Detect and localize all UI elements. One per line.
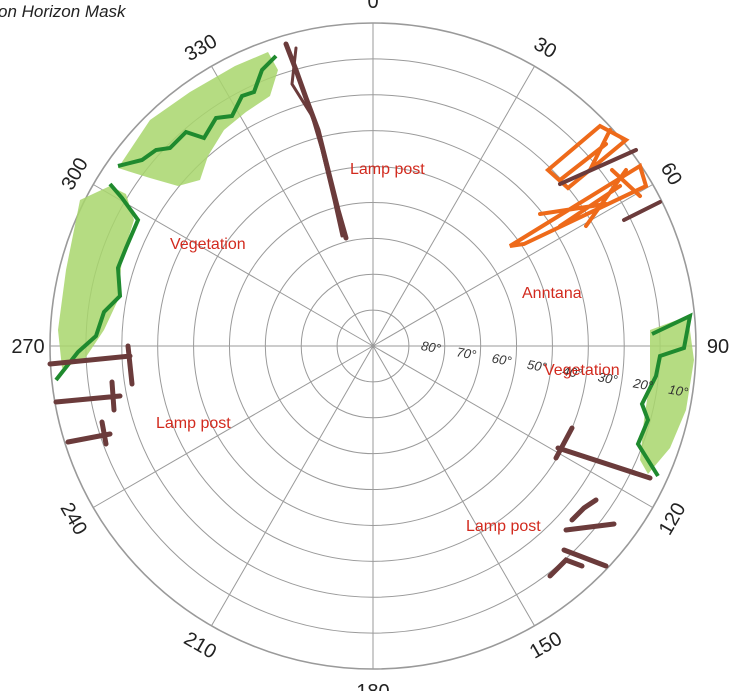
vegetation-edge-top-left: [117, 54, 278, 168]
elevation-label-50: 50°: [526, 357, 548, 375]
lamp-post-left: [47, 343, 135, 447]
azimuth-label-150: 150: [526, 628, 566, 664]
elevation-label-70: 70°: [455, 344, 477, 362]
elevation-label-30: 30°: [597, 369, 619, 387]
azimuth-label-300: 300: [57, 154, 93, 194]
azimuth-label-240: 240: [55, 499, 91, 539]
azimuth-label-30: 30: [530, 33, 560, 63]
azimuth-spoke-240: [93, 345, 374, 508]
elevation-label-40: 40°: [561, 363, 583, 381]
azimuth-spoke-150: [372, 345, 535, 626]
lamp-post-top: [283, 41, 349, 241]
azimuth-spoke-60: [372, 184, 653, 347]
azimuth-label-330: 330: [181, 30, 221, 66]
annotation-lamp-post-top: Lamp post: [350, 161, 425, 178]
azimuth-spoke-300: [93, 184, 374, 347]
elevation-label-10: 10°: [667, 382, 689, 400]
antenna-lattice: [508, 123, 649, 248]
elevation-label-20: 20°: [631, 375, 654, 393]
lamp-post-right: [547, 425, 653, 579]
azimuth-spoke-120: [372, 345, 653, 508]
vegetation-mask-top-left: [118, 52, 278, 186]
lamp-post-top-outline: [290, 46, 344, 238]
elevation-label-80: 80°: [420, 338, 442, 356]
annotation-vegetation-right: Vegetation: [544, 362, 620, 379]
polar-grid: [49, 22, 697, 670]
obstacle-layer: [47, 41, 694, 579]
azimuth-label-180: 180: [356, 681, 389, 691]
azimuth-spoke-30: [372, 66, 535, 347]
chart-title: on Horizon Mask: [0, 2, 126, 21]
azimuth-label-210: 210: [180, 628, 220, 664]
azimuth-label-0: 0: [367, 0, 378, 13]
azimuth-label-270: 270: [11, 336, 44, 358]
azimuth-label-60: 60: [656, 159, 686, 189]
annotation-layer: Lamp post Vegetation Anntana Vegetation …: [156, 161, 620, 535]
antenna-mount: [558, 148, 662, 222]
azimuth-label-120: 120: [655, 499, 691, 539]
annotation-vegetation-left: Vegetation: [170, 236, 246, 253]
elevation-label-60: 60°: [491, 351, 513, 369]
azimuth-label-90: 90: [707, 336, 729, 358]
vegetation-edge-left: [54, 182, 141, 382]
annotation-antenna: Anntana: [522, 285, 582, 302]
vegetation-mask-left: [58, 186, 134, 368]
annotation-lamp-post-right: Lamp post: [466, 518, 541, 535]
vegetation-edge-right: [635, 312, 693, 478]
vegetation-mask-right: [640, 316, 694, 474]
azimuth-spoke-210: [211, 345, 374, 626]
annotation-lamp-post-left: Lamp post: [156, 415, 231, 432]
